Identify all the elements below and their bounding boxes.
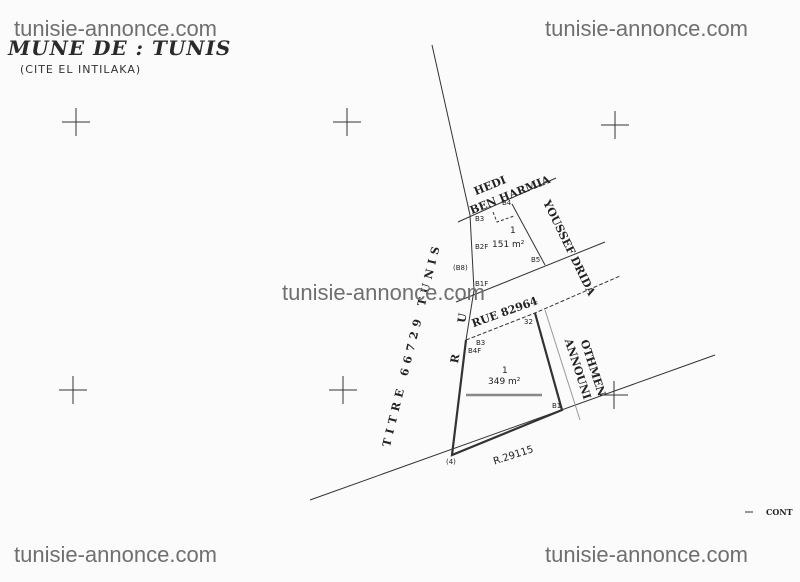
boundary-line-vertical (431, 44, 475, 341)
lot-area: 151 m² (492, 240, 525, 250)
watermark: tunisie-annonce.com (545, 542, 749, 567)
road-bottom-line (309, 354, 716, 501)
crosshair-marks (59, 108, 629, 409)
point-label: B1F (475, 280, 489, 288)
neighbor-line (544, 309, 581, 421)
locality-subtitle: (CITE EL INTILAKA) (20, 63, 142, 76)
point-label: B5 (531, 256, 541, 264)
point-label: 32 (524, 318, 533, 326)
lot-number: 1 (502, 366, 508, 376)
watermark: tunisie-annonce.com (14, 542, 218, 567)
watermark: tunisie-annonce.com (545, 16, 749, 41)
point-label: B4F (468, 347, 482, 355)
lot1-b4-dash (492, 211, 515, 223)
road-line-2 (465, 275, 621, 341)
point-label: B3 (476, 339, 486, 347)
watermark: tunisie-annonce.com (14, 16, 218, 41)
commune-title: MUNE DE : TUNIS (8, 36, 232, 60)
boundary-top (457, 177, 557, 223)
lot2-boundary (450, 312, 564, 457)
watermark: tunisie-annonce.com (282, 280, 486, 305)
point-label: (B8) (453, 264, 468, 272)
lot-number: 1 (510, 226, 516, 236)
point-label: B1 (552, 402, 562, 410)
point-label: B3 (475, 215, 485, 223)
point-label: (4) (446, 458, 456, 466)
point-label: B2F (475, 243, 489, 251)
cont-label: CONT (766, 507, 793, 517)
lot1-right (511, 203, 546, 266)
point-label: B4 (502, 199, 512, 207)
lot-area: 349 m² (488, 377, 521, 387)
road-line-1 (455, 241, 606, 303)
